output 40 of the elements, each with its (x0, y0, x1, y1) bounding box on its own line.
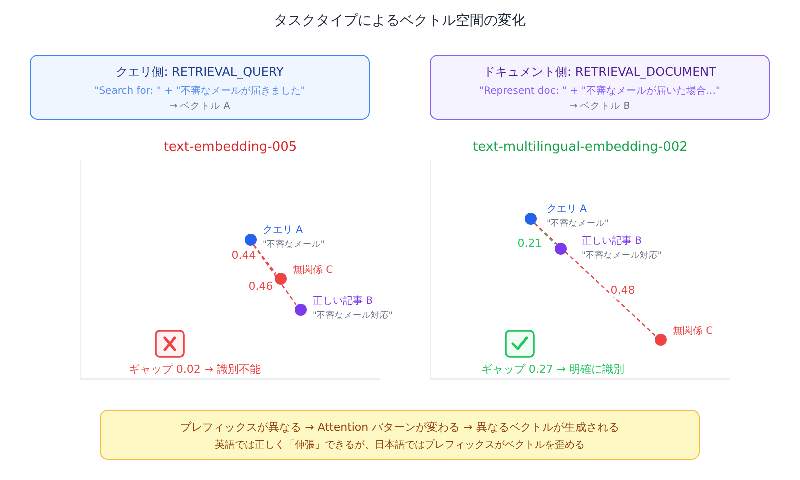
info-box (430, 55, 770, 120)
panel-heading: text-multilingual-embedding-002 (473, 140, 688, 156)
note-text: 英語では正しく「伸張」できるが、日本語ではプレフィックスがベクトルを歪める (215, 440, 585, 452)
point-caption: "不審なメール対応" (313, 311, 393, 322)
status-note: ギャップ 0.02 → 識別不能 (128, 363, 262, 376)
box-heading: ドキュメント側: RETRIEVAL_DOCUMENT (484, 65, 716, 80)
data-point (555, 243, 567, 255)
edge-label: 0.48 (610, 284, 636, 298)
summary-text: プレフィックスが異なる → Attention パターンが変わる → 異なるベクトルが生成される (180, 421, 620, 434)
status-note: ギャップ 0.27 → 明確に識別 (481, 363, 625, 376)
prefix-text: "Search for: " + "不審なメールが届きました" (94, 86, 306, 98)
data-point (525, 213, 537, 225)
edge-label: 0.44 (230, 249, 258, 262)
distance-line (534, 223, 556, 245)
distance-line (253, 244, 297, 306)
panel-heading: text-embedding-005 (164, 140, 298, 156)
point-label: クエリ A (547, 204, 588, 216)
point-label: 正しい記事 B (582, 236, 642, 248)
distance-line (534, 222, 656, 336)
distance-line (253, 244, 277, 274)
data-point (655, 334, 667, 346)
point-label: クエリ A (263, 225, 304, 237)
result-text: → ベクトル B (570, 101, 630, 112)
point-caption: "不審なメール対応" (582, 251, 662, 262)
point-label: 正しい記事 B (313, 296, 374, 308)
info-box (30, 55, 370, 120)
point-caption: "不審なメール" (263, 240, 325, 250)
point-label: 無関係 C (673, 326, 714, 338)
box-heading: クエリ側: RETRIEVAL_QUERY (116, 65, 284, 80)
prefix-text: "Represent doc: " + "不審なメールが届いた場合..." (479, 86, 721, 98)
data-point (245, 234, 257, 246)
info-box (100, 410, 700, 460)
data-point (295, 304, 307, 316)
diagram-title: タスクタイプによるベクトル空間の変化 (274, 13, 526, 30)
edge-label: 0.21 (516, 237, 544, 250)
point-label: 無関係 C (293, 265, 334, 277)
result-text: → ベクトル A (170, 101, 230, 112)
edge-label: 0.46 (248, 280, 274, 294)
point-caption: "不審なメール" (547, 219, 609, 230)
data-point (275, 273, 287, 285)
